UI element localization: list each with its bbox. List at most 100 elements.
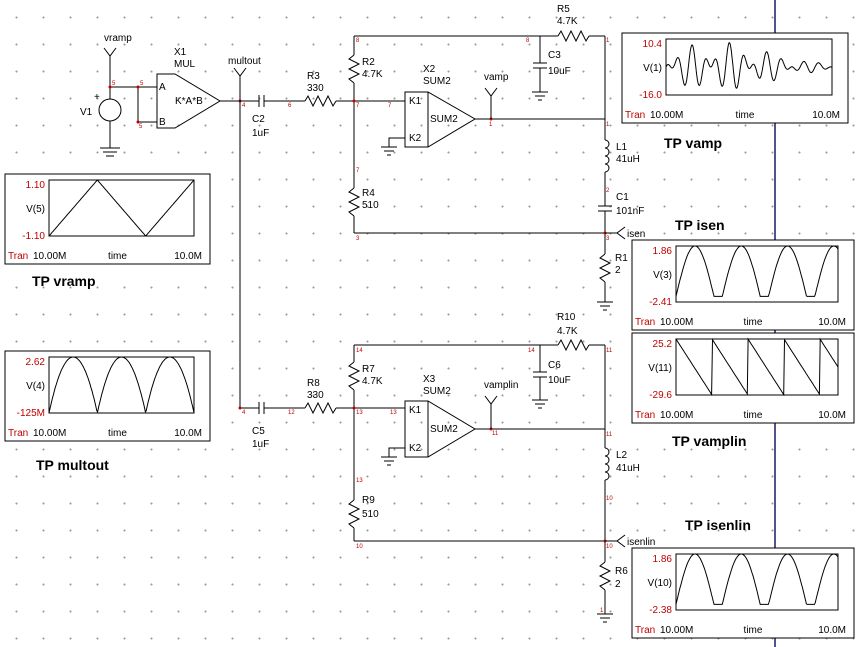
svg-text:10: 10 — [606, 544, 613, 550]
waveform-trace — [665, 42, 833, 89]
x-start-label: 10.00M — [660, 317, 693, 328]
multout-probe-icon[interactable] — [233, 67, 247, 101]
svg-text:510: 510 — [362, 509, 379, 520]
y-max-label: 2.62 — [26, 357, 46, 368]
y-max-label: 1.86 — [653, 554, 673, 565]
svg-text:10uF: 10uF — [548, 375, 571, 386]
x-axis-label: time — [744, 410, 763, 421]
x1-type: MUL — [174, 59, 196, 70]
probe-title-isenlin: TP isenlin — [685, 517, 751, 533]
plot-area — [675, 338, 839, 396]
svg-text:10: 10 — [356, 544, 363, 550]
svg-text:14: 14 — [528, 348, 535, 354]
svg-text:11: 11 — [606, 348, 613, 354]
resistor-r9[interactable] — [347, 499, 361, 529]
v1-ref: V1 — [80, 107, 93, 118]
svg-text:C2: C2 — [252, 114, 265, 125]
resistor-r7[interactable] — [347, 361, 361, 391]
y-max-label: 25.2 — [653, 339, 673, 350]
x-start-label: 10.00M — [33, 251, 66, 262]
inductor-l2[interactable] — [604, 447, 610, 481]
x-axis-label: time — [744, 625, 763, 636]
y-min-label: -2.41 — [649, 297, 672, 308]
x-start-label: 10.00M — [660, 410, 693, 421]
isen-probe-icon[interactable] — [605, 226, 626, 240]
svg-text:X3: X3 — [423, 374, 436, 385]
resistor-r4[interactable] — [347, 187, 361, 217]
multiplier-x1[interactable] — [156, 73, 221, 129]
isenlin-probe-icon[interactable] — [605, 534, 626, 548]
svg-text:R9: R9 — [362, 495, 375, 506]
trace-variable: V(10) — [648, 578, 672, 589]
resistor-r1[interactable] — [598, 253, 612, 283]
capacitor-c5[interactable] — [258, 402, 265, 414]
svg-text:7: 7 — [356, 168, 360, 174]
svg-text:4: 4 — [242, 103, 246, 109]
svg-text:1: 1 — [489, 122, 493, 128]
svg-text:330: 330 — [307, 83, 324, 94]
svg-text:K2: K2 — [409, 133, 422, 144]
svg-text:12: 12 — [288, 410, 295, 416]
capacitor-c3[interactable] — [533, 62, 547, 69]
capacitor-c2[interactable] — [258, 95, 265, 107]
bottom-stage: 4 C5 1uF 12 R8 330 R7 4.7K 14 13 13 13 R… — [238, 312, 655, 623]
capacitor-c1[interactable] — [598, 205, 612, 212]
svg-text:R8: R8 — [307, 378, 320, 389]
svg-text:A: A — [159, 82, 166, 93]
svg-text:X2: X2 — [423, 64, 436, 75]
svg-text:8: 8 — [356, 38, 360, 44]
svg-text:8: 8 — [526, 38, 530, 44]
probe-title-vramp: TP vramp — [32, 273, 96, 289]
resistor-r8[interactable] — [304, 401, 337, 415]
svg-text:4.7K: 4.7K — [362, 376, 383, 387]
ground-icon — [100, 147, 120, 157]
svg-text:4.7K: 4.7K — [557, 326, 578, 337]
trace-variable: V(11) — [648, 363, 672, 374]
svg-text:R5: R5 — [557, 4, 570, 15]
plot-area — [675, 245, 839, 303]
waveform-trace — [675, 337, 839, 397]
multout-label: multout — [228, 56, 261, 67]
svg-text:R4: R4 — [362, 188, 375, 199]
x-end-label: 10.0M — [818, 625, 846, 636]
svg-text:K1: K1 — [409, 96, 422, 107]
analysis-mode: Tran — [635, 410, 655, 421]
svg-text:11: 11 — [492, 431, 499, 437]
probe-title-isen: TP isen — [675, 217, 725, 233]
vramp-probe-icon[interactable] — [103, 47, 117, 87]
inductor-l1[interactable] — [604, 139, 610, 173]
svg-text:SUM2: SUM2 — [430, 424, 458, 435]
resistor-r2[interactable] — [347, 54, 361, 84]
waveform-trace — [48, 356, 195, 414]
svg-text:C1: C1 — [616, 192, 629, 203]
svg-text:R10: R10 — [557, 312, 576, 323]
plot-area — [675, 553, 839, 611]
vamplin-probe-icon[interactable] — [484, 395, 498, 429]
svg-text:7: 7 — [388, 103, 392, 109]
svg-text:R6: R6 — [615, 566, 628, 577]
svg-text:2: 2 — [606, 188, 610, 194]
resistor-r5[interactable] — [557, 29, 590, 43]
resistor-r10[interactable] — [557, 338, 590, 352]
svg-text:13: 13 — [390, 410, 397, 416]
svg-text:isenlin: isenlin — [627, 537, 655, 548]
capacitor-c6[interactable] — [533, 371, 547, 378]
resistor-r6[interactable] — [598, 561, 612, 591]
vamp-probe-icon[interactable] — [484, 87, 498, 119]
voltage-source-icon[interactable] — [98, 98, 122, 122]
svg-text:SUM2: SUM2 — [430, 114, 458, 125]
svg-text:1: 1 — [600, 608, 604, 614]
svg-text:L2: L2 — [616, 450, 628, 461]
svg-text:C5: C5 — [252, 426, 265, 437]
resistor-r3[interactable] — [304, 94, 337, 108]
y-min-label: -2.38 — [649, 605, 672, 616]
